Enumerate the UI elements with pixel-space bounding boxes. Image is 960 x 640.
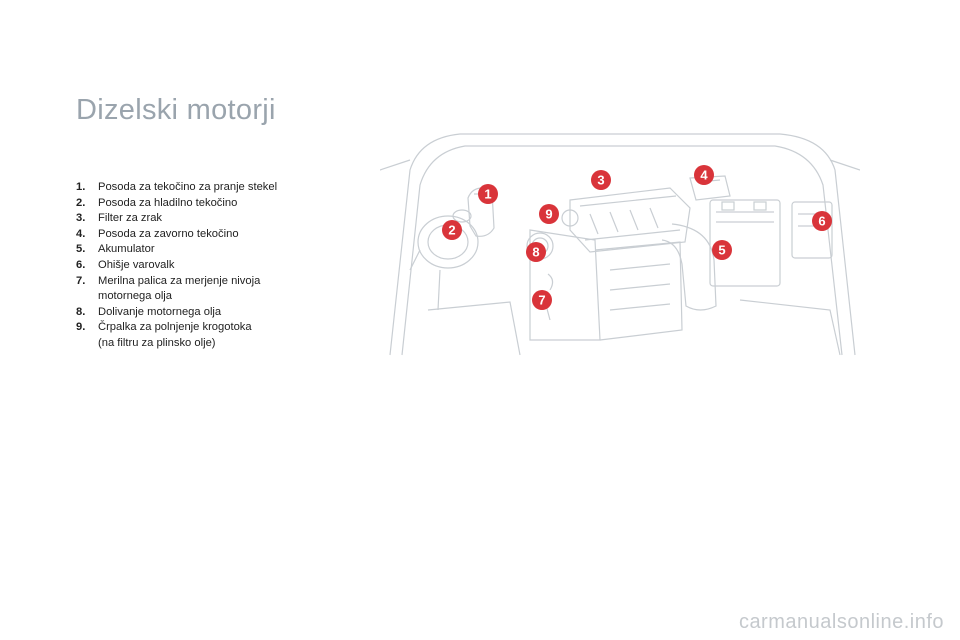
- legend-item: 1. Posoda za tekočino za pranje stekel: [76, 180, 316, 196]
- legend-item: 9. Črpalka za polnjenje krogotoka(na fil…: [76, 320, 316, 351]
- callout-marker: 8: [526, 242, 546, 262]
- legend-number: 8.: [76, 305, 86, 318]
- callout-marker: 9: [539, 204, 559, 224]
- legend-item: 3. Filter za zrak: [76, 211, 316, 227]
- legend-number: 7.: [76, 274, 86, 287]
- legend-text: Posoda za zavorno tekočino: [98, 227, 239, 240]
- legend-item: 5. Akumulator: [76, 242, 316, 258]
- callout-marker: 6: [812, 211, 832, 231]
- callout-marker: 1: [478, 184, 498, 204]
- svg-text:4: 4: [700, 168, 708, 183]
- legend-item: 2. Posoda za hladilno tekočino: [76, 196, 316, 212]
- callout-marker: 3: [591, 170, 611, 190]
- svg-text:5: 5: [718, 243, 725, 258]
- svg-text:1: 1: [484, 187, 491, 202]
- callout-marker: 5: [712, 240, 732, 260]
- svg-text:3: 3: [597, 173, 604, 188]
- legend-item: 8. Dolivanje motornega olja: [76, 305, 316, 321]
- legend-text: Akumulator: [98, 243, 155, 256]
- legend-text: Črpalka za polnjenje krogotoka(na filtru…: [98, 321, 252, 349]
- page-title: Dizelski motorji: [76, 94, 276, 126]
- legend-text: Filter za zrak: [98, 212, 163, 225]
- legend-text: Dolivanje motornega olja: [98, 305, 222, 318]
- legend-number: 2.: [76, 196, 86, 209]
- svg-text:8: 8: [532, 245, 539, 260]
- engine-bay-diagram: 1 2 3 4 5 6 7 8: [380, 133, 860, 356]
- legend-number: 6.: [76, 258, 86, 271]
- engine-line-art: [380, 133, 860, 356]
- callout-markers: 1 2 3 4 5 6 7 8: [442, 165, 832, 310]
- callout-marker: 7: [532, 290, 552, 310]
- legend-number: 4.: [76, 227, 86, 240]
- legend-number: 1.: [76, 181, 86, 193]
- legend-text: Posoda za hladilno tekočino: [98, 196, 238, 209]
- svg-text:6: 6: [818, 214, 825, 229]
- legend-number: 5.: [76, 243, 86, 256]
- svg-text:2: 2: [448, 223, 455, 238]
- legend-text: Ohišje varovalk: [98, 258, 175, 271]
- legend-item: 6. Ohišje varovalk: [76, 258, 316, 274]
- legend-text: Posoda za tekočino za pranje stekel: [98, 181, 278, 193]
- callout-marker: 2: [442, 220, 462, 240]
- callout-marker: 4: [694, 165, 714, 185]
- component-legend: 1. Posoda za tekočino za pranje stekel 2…: [76, 180, 316, 352]
- svg-text:9: 9: [545, 207, 552, 222]
- legend-item: 4. Posoda za zavorno tekočino: [76, 227, 316, 243]
- watermark: carmanualsonline.info: [738, 611, 944, 633]
- svg-text:7: 7: [538, 293, 545, 308]
- legend-number: 3.: [76, 212, 86, 225]
- legend-number: 9.: [76, 321, 86, 334]
